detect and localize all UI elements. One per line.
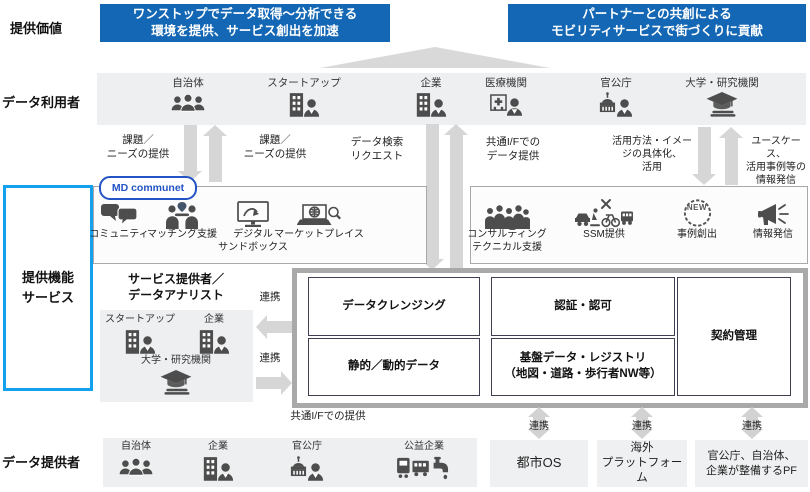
- cooperation-double-arrow-city-os: [527, 407, 551, 439]
- platform-box-contract-management: 契約管理: [677, 277, 791, 396]
- new-badge-icon: [681, 191, 714, 229]
- label-common-if-data-provide: 共通I/Fでの データ提供: [485, 136, 541, 162]
- matching-icon: [164, 191, 200, 229]
- service-digital-sandbox: デジタル サンドボックス: [214, 191, 292, 254]
- md-communet-badge: MD communet: [99, 176, 197, 200]
- university-icon: [159, 369, 193, 395]
- data-user-startup: スタートアップ: [259, 77, 349, 117]
- label-common-if-provide: 共通I/Fでの提供: [290, 410, 366, 422]
- cooperation-label-2: 連携: [259, 352, 281, 364]
- building-person-icon: [414, 91, 448, 117]
- government-person-icon: [598, 91, 634, 117]
- hospital-person-icon: [489, 91, 523, 117]
- row-label-data-users: データ利用者: [2, 95, 81, 110]
- consulting-icon: [484, 191, 530, 229]
- data-search-down-arrow: [420, 124, 444, 270]
- issues-needs-up-arrow: [203, 125, 227, 182]
- people-group-icon: [117, 455, 155, 480]
- data-provider-municipality: 自治体: [101, 441, 171, 480]
- data-provider-government-agency: 官公庁: [272, 441, 342, 481]
- up-triangle-arrow: [320, 47, 550, 68]
- label-issues-needs-left: 課題／ ニーズの提供: [106, 134, 170, 160]
- label-issues-needs-right: 課題／ ニーズの提供: [243, 134, 307, 160]
- cooperation-right-arrow: [256, 371, 292, 395]
- utilization-down-arrow: [692, 127, 716, 185]
- cooperation-label-city-os: 連携: [529, 421, 549, 432]
- banner-value-right: パートナーとの共創による モビリティサービスで街づくりに貢献: [508, 4, 806, 42]
- row-label-data-providers: データ提供者: [2, 455, 81, 470]
- cooperation-double-arrow-overseas: [630, 407, 654, 439]
- external-box-gov-pf: 官公庁、自治体、 企業が整備するPF: [695, 440, 808, 487]
- service-case-creation: 事例創出: [660, 191, 734, 242]
- data-user-medical-institution: 医療機関: [466, 77, 546, 117]
- service-consulting-technical: コンサルティング テクニカル支援: [464, 191, 550, 254]
- government-person-icon: [289, 455, 325, 481]
- service-community: コミュニティ: [87, 191, 151, 242]
- service-information: 情報発信: [736, 191, 810, 242]
- cooperation-label-gov-pf: 連携: [742, 421, 762, 432]
- services-right-box: [470, 186, 808, 264]
- cooperation-double-arrow-gov-pf: [740, 407, 764, 439]
- functions-services-box: 提供機能 サービス: [3, 185, 93, 391]
- external-box-city-os: 都市OS: [490, 440, 588, 487]
- label-utilization: 活用方法・イメー ジの具体化、 活用: [612, 136, 692, 173]
- building-person-icon: [197, 328, 231, 354]
- data-provider-company: 企業: [183, 441, 253, 481]
- megaphone-icon: [756, 191, 790, 229]
- service-marketplace: マーケットプレイス: [272, 191, 366, 242]
- chat-icon: [101, 191, 137, 229]
- issues-needs-down-arrow: [178, 125, 202, 182]
- service-provider-title: サービス提供者／ データアナリスト: [127, 272, 224, 303]
- data-user-university-research: 大学・研究機関: [672, 77, 772, 117]
- row-label-value: 提供価値: [10, 21, 63, 36]
- data-user-company: 企業: [391, 77, 471, 117]
- data-users-band: [97, 73, 806, 125]
- building-person-icon: [123, 328, 157, 354]
- cooperation-label-1: 連携: [259, 291, 281, 303]
- platform-box-static-dynamic-data: 静的／動的データ: [308, 338, 480, 396]
- marketplace-icon: [297, 191, 341, 229]
- people-group-icon: [169, 91, 207, 116]
- data-provider-public-utility: 公益企業: [382, 441, 466, 480]
- cooperation-left-arrow: [256, 315, 292, 339]
- provider-entity-startup: スタートアップ: [102, 314, 178, 354]
- university-icon: [705, 91, 739, 117]
- utility-icon: [396, 455, 452, 480]
- label-usecase-info: ユースケース、 活用事例等の 情報発信: [746, 136, 806, 186]
- provider-entity-university: 大学・研究機関: [131, 355, 221, 395]
- data-provide-up-arrow: [444, 124, 468, 270]
- building-person-icon: [201, 455, 235, 481]
- data-user-municipality: 自治体: [148, 77, 228, 116]
- platform-box-base-registry: 基盤データ・レジストリ （地図・道路・歩行者NW等）: [491, 338, 675, 396]
- platform-box-data-cleansing: データクレンジング: [308, 277, 480, 336]
- cooperation-label-overseas: 連携: [632, 421, 652, 432]
- data-user-government-agency: 官公庁: [576, 77, 656, 117]
- external-box-overseas-platform: 海外 プラットフォーム: [597, 440, 687, 487]
- mobility-icon: [575, 191, 633, 229]
- label-data-search-request: データ検索 リクエスト: [350, 136, 404, 162]
- sandbox-monitor-icon: [233, 191, 273, 229]
- service-matching-support: マッチング支援: [145, 191, 219, 242]
- banner-value-left: ワンストップでデータ取得～分析できる 環境を提供、サービス創出を加速: [100, 4, 390, 42]
- new-badge-text: NEW: [686, 203, 708, 212]
- service-ssm: SSM提供: [558, 191, 650, 242]
- building-person-icon: [287, 91, 321, 117]
- provider-entity-company: 企業: [182, 314, 246, 354]
- platform-box-auth: 認証・認可: [491, 277, 675, 336]
- usecase-up-arrow: [719, 127, 743, 185]
